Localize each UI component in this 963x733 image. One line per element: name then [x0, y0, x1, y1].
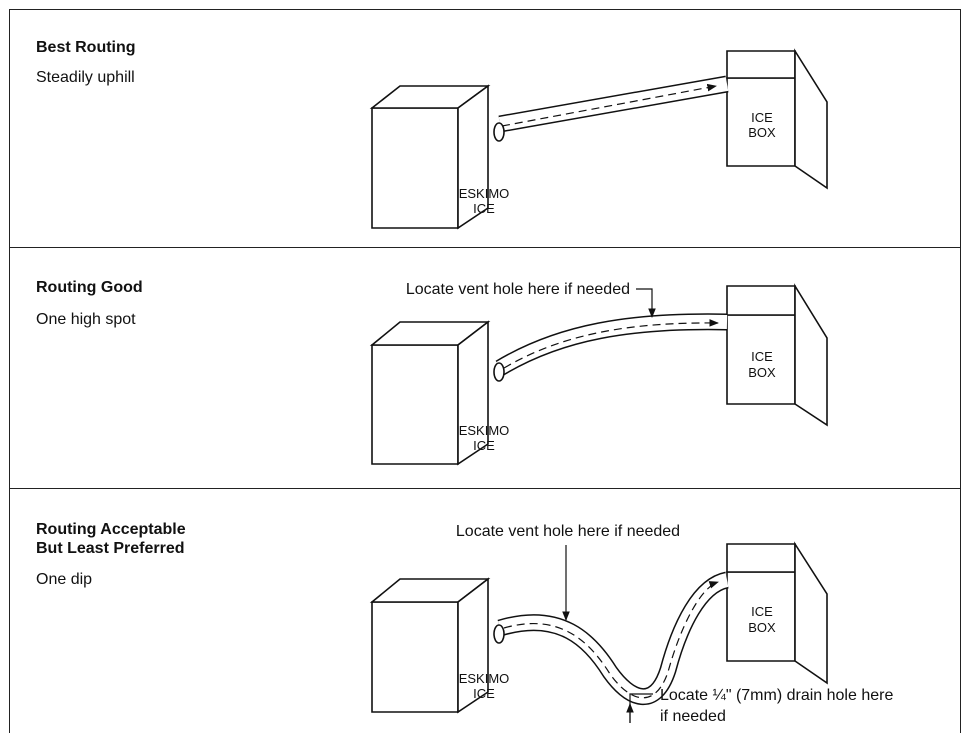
panel-3-bin-label-line1: ICE [751, 604, 773, 619]
panel-2-machine-box [369, 320, 491, 466]
panel-3-title-line1: Routing Acceptable [36, 521, 186, 538]
panel-3-drain-note-line1: Locate ¼" (7mm) drain hole here [660, 687, 893, 704]
panel-2-vent-leader [636, 288, 656, 318]
diagram-frame [9, 9, 961, 733]
panel-3-subtitle: One dip [36, 571, 93, 588]
panel-2-title: Routing Good [36, 279, 143, 296]
panel-2-vent-note: Locate vent hole here if needed [406, 281, 630, 298]
panel-3-drain-note-line2: if needed [660, 708, 726, 725]
panel-2-bin-box [726, 283, 828, 427]
panel-3-drain-tube [493, 571, 730, 706]
panel-2-bin-label-line1: ICE [751, 349, 773, 364]
panel-1-machine-label-line2: ICE [473, 201, 495, 216]
panel-3-vent-note: Locate vent hole here if needed [456, 523, 680, 540]
panel-3-machine-label-line1: ESKIMO [459, 671, 510, 686]
panel-1-machine-box [369, 84, 491, 230]
panel-1-machine-label-line1: ESKIMO [459, 186, 510, 201]
panel-2-drain-tube [493, 313, 728, 382]
panel-3-title-line2: But Least Preferred [36, 540, 185, 557]
panel-3-machine-box [369, 577, 491, 714]
panel-3-bin-box [726, 541, 828, 685]
panel-2-machine-label-line1: ESKIMO [459, 423, 510, 438]
panel-2-machine-label-line2: ICE [473, 438, 495, 453]
panel-2-subtitle: One high spot [36, 311, 136, 328]
panel-3-bin-label-line2: BOX [748, 620, 776, 635]
panel-3-machine-label-line2: ICE [473, 686, 495, 701]
panel-1-subtitle: Steadily uphill [36, 69, 135, 86]
panel-2-bin-label-line2: BOX [748, 365, 776, 380]
panel-1-bin-box [726, 48, 828, 190]
panel-1-title: Best Routing [36, 39, 136, 56]
panel-divider [9, 247, 961, 248]
panel-divider [9, 488, 961, 489]
panel-1-bin-label-line2: BOX [748, 125, 776, 140]
panel-1-drain-tube [493, 75, 729, 142]
panel-1-bin-label-line1: ICE [751, 110, 773, 125]
